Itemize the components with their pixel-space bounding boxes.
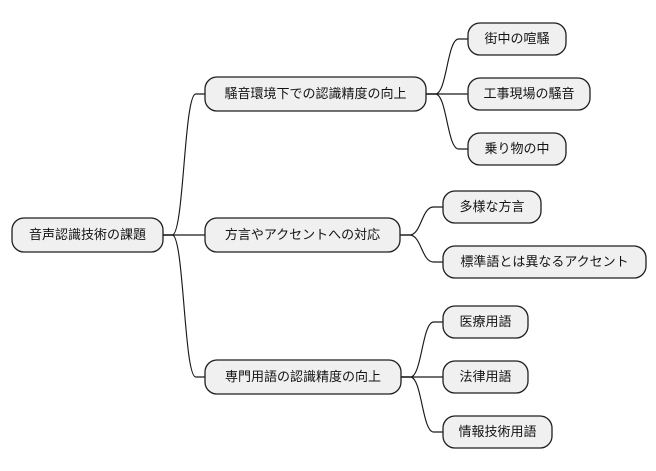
- mindmap-node-leaf[interactable]: 医療用語: [442, 305, 529, 339]
- node-label: 医療用語: [459, 314, 511, 330]
- edge-root-to-branch: [162, 234, 206, 378]
- edge-branch-to-leaf: [400, 321, 444, 378]
- node-shape[interactable]: [442, 305, 529, 339]
- node-label: 専門用語の認識精度の向上: [225, 369, 381, 385]
- node-shape[interactable]: [467, 77, 591, 111]
- node-label: 乗り物の中: [484, 142, 549, 157]
- node-shape[interactable]: [442, 360, 529, 394]
- mindmap-node-leaf[interactable]: 街中の喧騒: [467, 22, 567, 56]
- edges-layer: [162, 38, 469, 433]
- nodes-layer: 音声認識技術の課題 騒音環境下での認識精度の向上 街中の喧騒工事現場の騒音乗り物の中…: [11, 22, 647, 449]
- edge-branch-to-leaf: [425, 93, 469, 150]
- node-shape[interactable]: [204, 76, 427, 112]
- mindmap-node-leaf[interactable]: 乗り物の中: [467, 132, 567, 166]
- node-label: 街中の喧騒: [484, 32, 549, 47]
- edge-branch-to-leaf: [399, 234, 444, 263]
- node-label: 多様な方言: [459, 199, 524, 215]
- node-shape[interactable]: [442, 190, 542, 224]
- edge-branch-to-leaf: [425, 38, 469, 95]
- node-label: 法律用語: [459, 369, 511, 385]
- node-label: 音声認識技術の課題: [29, 227, 146, 243]
- mindmap-node-branch[interactable]: 専門用語の認識精度の向上: [204, 359, 402, 395]
- node-label: 騒音環境下での認識精度の向上: [224, 86, 406, 102]
- node-shape[interactable]: [442, 245, 647, 279]
- mindmap-node-leaf[interactable]: 工事現場の騒音: [467, 77, 591, 111]
- mindmap-node-leaf[interactable]: 標準語とは異なるアクセント: [442, 245, 647, 279]
- mindmap-node-leaf[interactable]: 情報技術用語: [442, 415, 553, 449]
- node-label: 標準語とは異なるアクセント: [460, 254, 628, 270]
- mindmap-node-leaf[interactable]: 法律用語: [442, 360, 529, 394]
- edge-root-to-branch: [162, 93, 206, 236]
- node-shape[interactable]: [11, 217, 164, 253]
- node-label: 方言やアクセントへの対応: [225, 227, 380, 243]
- mindmap-node-branch[interactable]: 騒音環境下での認識精度の向上: [204, 76, 427, 112]
- mindmap-node-root[interactable]: 音声認識技術の課題: [11, 217, 164, 253]
- mindmap-node-leaf[interactable]: 多様な方言: [442, 190, 542, 224]
- node-label: 情報技術用語: [458, 424, 536, 440]
- node-shape[interactable]: [204, 217, 401, 253]
- mindmap-node-branch[interactable]: 方言やアクセントへの対応: [204, 217, 401, 253]
- node-shape[interactable]: [442, 415, 553, 449]
- node-shape[interactable]: [467, 132, 567, 166]
- edge-branch-to-leaf: [400, 376, 444, 433]
- node-label: 工事現場の騒音: [483, 86, 574, 102]
- node-shape[interactable]: [467, 22, 567, 56]
- edge-branch-to-leaf: [399, 206, 444, 236]
- node-shape[interactable]: [204, 359, 402, 395]
